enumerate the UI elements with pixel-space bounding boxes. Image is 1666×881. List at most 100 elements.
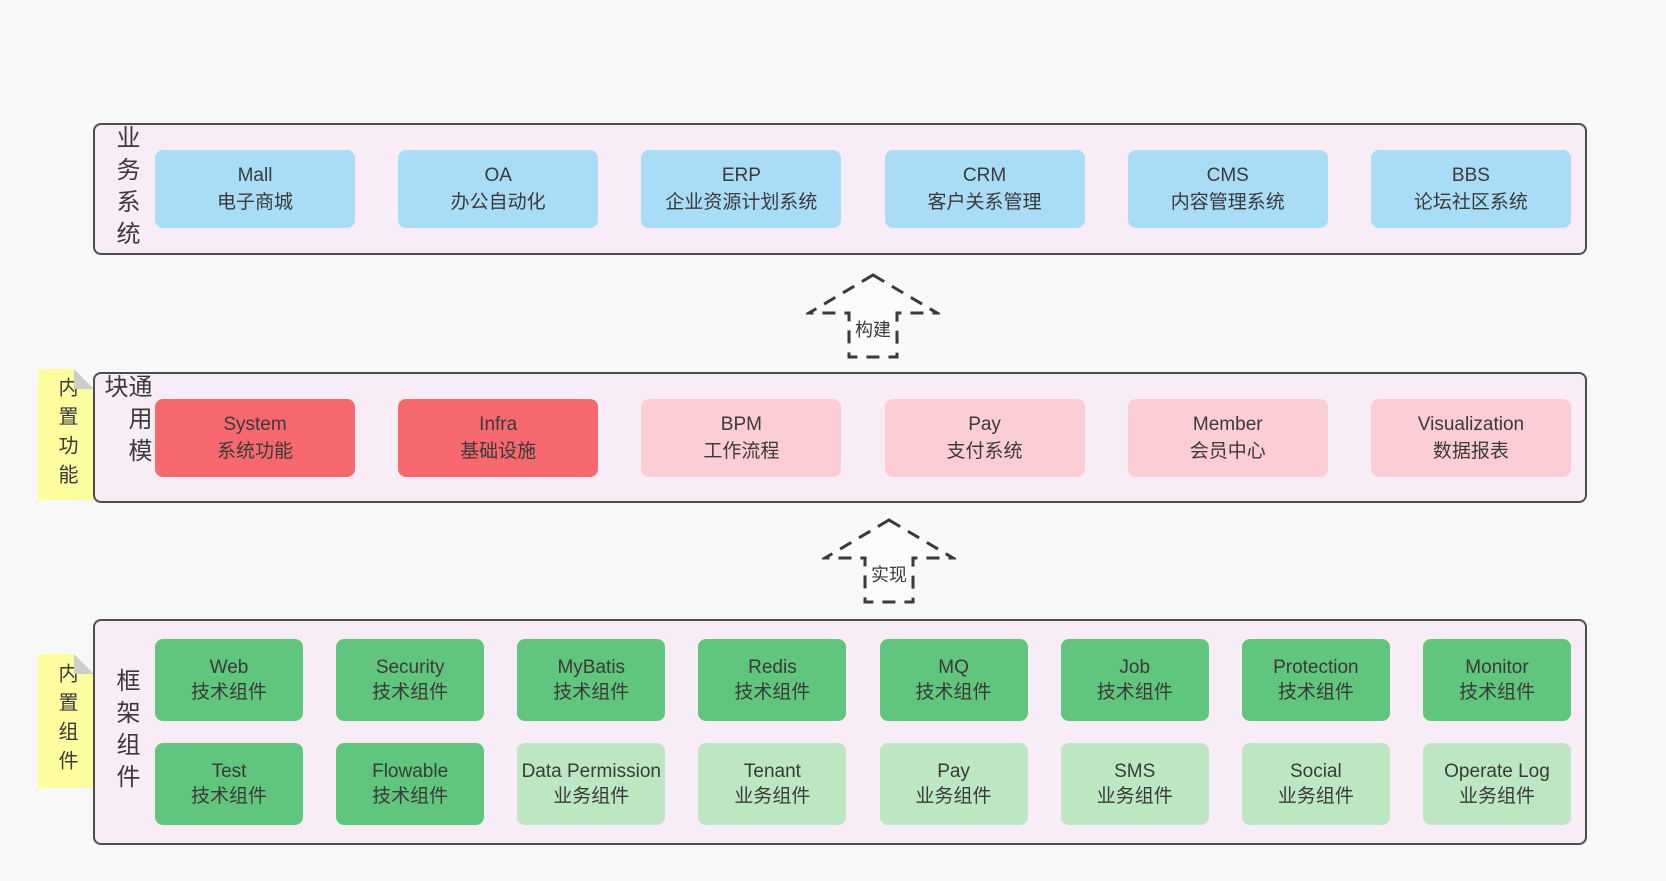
box-title: BBS: [1451, 165, 1490, 186]
box-subtitle: 论坛社区系统: [1413, 192, 1528, 213]
module-box-oa: OA 办公自动化: [398, 150, 599, 228]
box-title: SMS: [1114, 761, 1156, 782]
box-subtitle: 客户关系管理: [927, 192, 1042, 213]
box-subtitle: 业务组件: [915, 786, 992, 807]
module-box-erp: ERP 企业资源计划系统: [641, 150, 842, 228]
box-title: Visualization: [1417, 413, 1525, 435]
box-title: OA: [484, 165, 512, 186]
module-box-test: Test 技术组件: [155, 743, 303, 825]
box-subtitle: 技术组件: [190, 786, 267, 807]
module-box-monitor: Monitor 技术组件: [1422, 639, 1571, 721]
box-title: Test: [211, 761, 247, 782]
box-title: Mall: [237, 165, 273, 186]
box-title: CMS: [1206, 165, 1249, 186]
box-subtitle: 技术组件: [734, 682, 811, 703]
box-title: BPM: [720, 413, 762, 435]
module-box-system: System 系统功能: [155, 398, 355, 477]
box-subtitle: 会员中心: [1189, 440, 1266, 462]
box-title: Security: [375, 657, 445, 678]
module-box-mall: Mall 电子商城: [155, 150, 355, 228]
box-title: Tenant: [743, 761, 801, 782]
box-subtitle: 技术组件: [1277, 682, 1354, 703]
box-title: Monitor: [1465, 657, 1529, 678]
box-title: Infra: [479, 413, 518, 435]
sticky-tag-built-in-components: 内置组件: [38, 654, 94, 788]
box-title: Pay: [937, 761, 970, 782]
box-title: MyBatis: [557, 657, 626, 678]
box-subtitle: 数据报表: [1432, 440, 1509, 462]
folded-corner-icon: [74, 369, 94, 389]
box-subtitle: 办公自动化: [450, 192, 546, 213]
box-subtitle: 技术组件: [372, 682, 449, 703]
module-box-visualization: Visualization 数据报表: [1370, 398, 1571, 477]
box-subtitle: 基础设施: [460, 440, 537, 462]
box-title: Member: [1192, 413, 1263, 435]
box-subtitle: 业务组件: [1458, 786, 1535, 807]
module-box-bbs: BBS 论坛社区系统: [1370, 150, 1571, 228]
box-subtitle: 业务组件: [1096, 786, 1173, 807]
box-title: Redis: [748, 657, 797, 678]
box-title: Job: [1119, 657, 1151, 678]
tag-label: 内置功能: [55, 376, 77, 493]
layer-business-systems: 业务系统 Mall 电子商城 OA 办公自动化 ERP 企业资源计划系统 CRM 客户关系管理…: [93, 123, 1587, 255]
box-title: Web: [209, 657, 249, 678]
box-title: ERP: [721, 165, 761, 186]
arrow-implement: 实现: [822, 517, 956, 605]
layer-label-framework-components: 框架组件: [112, 668, 139, 796]
arrow-build-label: 构建: [852, 316, 894, 342]
box-title: Data Permission: [521, 761, 661, 782]
module-box-tenant: Tenant 业务组件: [698, 743, 847, 825]
box-title: CRM: [962, 165, 1007, 186]
module-box-operate-log: Operate Log 业务组件: [1422, 743, 1571, 825]
box-title: MQ: [938, 657, 969, 678]
box-subtitle: 电子商城: [216, 192, 293, 213]
box-title: System: [223, 413, 287, 435]
box-subtitle: 内容管理系统: [1170, 192, 1285, 213]
box-subtitle: 技术组件: [1096, 682, 1173, 703]
module-box-cms: CMS 内容管理系统: [1127, 150, 1328, 228]
box-subtitle: 系统功能: [216, 440, 293, 462]
box-subtitle: 技术组件: [553, 682, 630, 703]
box-subtitle: 技术组件: [1458, 682, 1535, 703]
module-box-data-permission: Data Permission 业务组件: [517, 743, 666, 825]
module-box-bpm: BPM 工作流程: [641, 398, 842, 477]
box-subtitle: 企业资源计划系统: [665, 192, 818, 213]
box-subtitle: 技术组件: [190, 682, 267, 703]
box-title: Protection: [1273, 657, 1359, 678]
box-subtitle: 业务组件: [734, 786, 811, 807]
folded-corner-icon: [74, 654, 94, 674]
module-box-web: Web 技术组件: [155, 639, 303, 721]
module-box-mybatis: MyBatis 技术组件: [517, 639, 666, 721]
layer-label-common-modules: 通用模块: [100, 374, 151, 470]
box-title: Pay: [968, 413, 1001, 435]
module-box-sms: SMS 业务组件: [1060, 743, 1209, 825]
business-systems-boxes: Mall 电子商城 OA 办公自动化 ERP 企业资源计划系统 CRM 客户关系管理 CMS 内容…: [155, 125, 1571, 253]
module-box-infra: Infra 基础设施: [398, 398, 599, 477]
box-subtitle: 业务组件: [553, 786, 630, 807]
box-title: Flowable: [372, 761, 449, 782]
module-box-job: Job 技术组件: [1060, 639, 1209, 721]
module-box-pay: Pay 业务组件: [879, 743, 1028, 825]
module-box-member: Member 会员中心: [1127, 398, 1328, 477]
layer-label-business-systems: 业务系统: [112, 125, 139, 253]
tag-label: 内置组件: [55, 663, 77, 779]
box-title: Social: [1289, 761, 1342, 782]
module-box-crm: CRM 客户关系管理: [884, 150, 1085, 228]
box-subtitle: 业务组件: [1277, 786, 1354, 807]
box-title: Operate Log: [1444, 761, 1550, 782]
box-subtitle: 工作流程: [703, 440, 780, 462]
module-box-redis: Redis 技术组件: [698, 639, 847, 721]
arrow-build: 构建: [806, 272, 940, 360]
module-box-protection: Protection 技术组件: [1241, 639, 1390, 721]
sticky-tag-built-in-features: 内置功能: [38, 369, 94, 500]
